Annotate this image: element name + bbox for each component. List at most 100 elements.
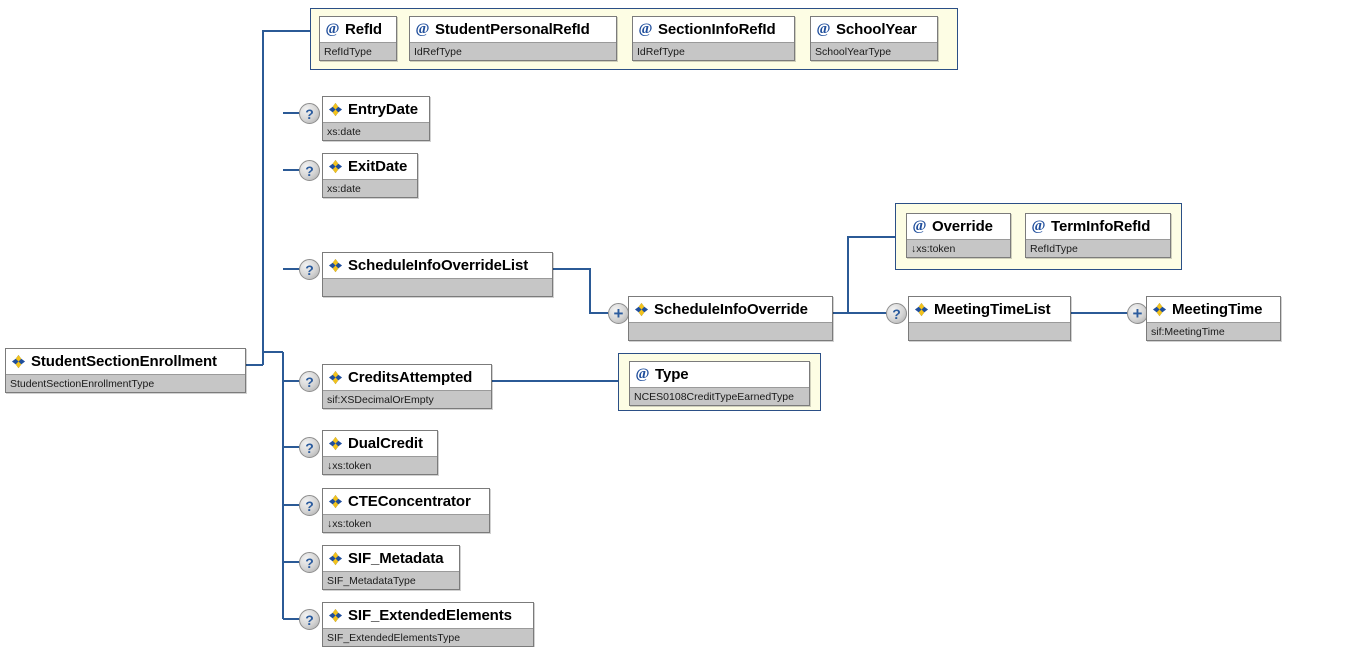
node-type: sif:XSDecimalOrEmpty (323, 390, 491, 408)
attribute-icon: @ (912, 218, 927, 234)
attribute-icon: @ (638, 21, 653, 37)
node-type: StudentSectionEnrollmentType (6, 374, 245, 392)
node-name-row: SIF_ExtendedElements (323, 603, 533, 628)
node-label: StudentPersonalRefId (435, 21, 590, 38)
node-type: ↓xs:token (907, 239, 1010, 257)
node-type (629, 322, 832, 340)
node-type: sif:MeetingTime (1147, 322, 1280, 340)
node-attribute-override[interactable]: @ Override ↓xs:token (906, 213, 1011, 258)
node-name-row: SIF_Metadata (323, 546, 459, 571)
node-type: xs:date (323, 179, 417, 197)
node-attribute-terminforefid[interactable]: @ TermInfoRefId RefIdType (1025, 213, 1171, 258)
node-type: IdRefType (633, 42, 794, 60)
node-type: NCES0108CreditTypeEarnedType (630, 387, 809, 405)
node-attribute-type[interactable]: @ Type NCES0108CreditTypeEarnedType (629, 361, 810, 406)
node-label: StudentSectionEnrollment (31, 353, 217, 370)
node-creditsattempted[interactable]: CreditsAttempted sif:XSDecimalOrEmpty (322, 364, 492, 409)
element-icon (914, 302, 929, 317)
node-type (323, 278, 552, 296)
node-type: RefIdType (1026, 239, 1170, 257)
attribute-icon: @ (635, 366, 650, 382)
attribute-icon: @ (816, 21, 831, 37)
node-name-row: @ Override (907, 214, 1010, 239)
node-dualcredit[interactable]: DualCredit ↓xs:token (322, 430, 438, 475)
node-name-row: @ Type (630, 362, 809, 387)
node-label: CreditsAttempted (348, 369, 473, 386)
node-name-row: StudentSectionEnrollment (6, 349, 245, 374)
occurrence-marker-optional-meetingtimelist[interactable]: ? (886, 303, 907, 324)
node-name-row: EntryDate (323, 97, 429, 122)
node-label: MeetingTime (1172, 301, 1263, 318)
node-label: ScheduleInfoOverride (654, 301, 808, 318)
node-name-row: CreditsAttempted (323, 365, 491, 390)
element-icon (328, 494, 343, 509)
node-label: TermInfoRefId (1051, 218, 1151, 235)
node-type: SchoolYearType (811, 42, 937, 60)
node-name-row: @ SectionInfoRefId (633, 17, 794, 42)
element-icon (328, 102, 343, 117)
node-name-row: CTEConcentrator (323, 489, 489, 514)
node-type: IdRefType (410, 42, 616, 60)
node-meetingtime[interactable]: MeetingTime sif:MeetingTime (1146, 296, 1281, 341)
occurrence-marker-optional-dualcredit[interactable]: ? (299, 437, 320, 458)
node-type: xs:date (323, 122, 429, 140)
element-icon (1152, 302, 1167, 317)
element-icon (328, 370, 343, 385)
occurrence-marker-optional-exitdate[interactable]: ? (299, 160, 320, 181)
node-label: SIF_ExtendedElements (348, 607, 512, 624)
node-type: SIF_MetadataType (323, 571, 459, 589)
node-exitdate[interactable]: ExitDate xs:date (322, 153, 418, 198)
attribute-icon: @ (1031, 218, 1046, 234)
node-name-row: @ StudentPersonalRefId (410, 17, 616, 42)
node-attribute-schoolyear[interactable]: @ SchoolYear SchoolYearType (810, 16, 938, 61)
occurrence-marker-optional-scheduleinfooverridelist[interactable]: ? (299, 259, 320, 280)
node-name-row: ExitDate (323, 154, 417, 179)
node-name-row: ScheduleInfoOverrideList (323, 253, 552, 278)
node-name-row: @ SchoolYear (811, 17, 937, 42)
node-label: RefId (345, 21, 383, 38)
node-sif-metadata[interactable]: SIF_Metadata SIF_MetadataType (322, 545, 460, 590)
node-label: ScheduleInfoOverrideList (348, 257, 529, 274)
node-attribute-sectioninforefid[interactable]: @ SectionInfoRefId IdRefType (632, 16, 795, 61)
element-icon (634, 302, 649, 317)
attribute-icon: @ (325, 21, 340, 37)
node-label: SchoolYear (836, 21, 917, 38)
element-icon (328, 436, 343, 451)
node-label: SIF_Metadata (348, 550, 444, 567)
occurrence-marker-optional-sif-metadata[interactable]: ? (299, 552, 320, 573)
node-attribute-studentpersonalrefid[interactable]: @ StudentPersonalRefId IdRefType (409, 16, 617, 61)
node-attribute-refid[interactable]: @ RefId RefIdType (319, 16, 397, 61)
node-name-row: MeetingTimeList (909, 297, 1070, 322)
attribute-icon: @ (415, 21, 430, 37)
node-label: CTEConcentrator (348, 493, 471, 510)
node-name-row: @ RefId (320, 17, 396, 42)
node-label: ExitDate (348, 158, 408, 175)
node-name-row: MeetingTime (1147, 297, 1280, 322)
occurrence-marker-optional-cteconcentrator[interactable]: ? (299, 495, 320, 516)
element-icon (11, 354, 26, 369)
node-cteconcentrator[interactable]: CTEConcentrator ↓xs:token (322, 488, 490, 533)
node-type (909, 322, 1070, 340)
node-label: SectionInfoRefId (658, 21, 776, 38)
node-entrydate[interactable]: EntryDate xs:date (322, 96, 430, 141)
node-label: DualCredit (348, 435, 423, 452)
node-type: SIF_ExtendedElementsType (323, 628, 533, 646)
node-type: ↓xs:token (323, 514, 489, 532)
node-meetingtimelist[interactable]: MeetingTimeList (908, 296, 1071, 341)
occurrence-marker-optional-sif-extendedelements[interactable]: ? (299, 609, 320, 630)
node-scheduleinfooverridelist[interactable]: ScheduleInfoOverrideList (322, 252, 553, 297)
node-name-row: ScheduleInfoOverride (629, 297, 832, 322)
element-icon (328, 551, 343, 566)
occurrence-marker-optional-creditsattempted[interactable]: ? (299, 371, 320, 392)
node-studentsectionenrollment[interactable]: StudentSectionEnrollment StudentSectionE… (5, 348, 246, 393)
node-name-row: DualCredit (323, 431, 437, 456)
node-scheduleinfooverride[interactable]: ScheduleInfoOverride (628, 296, 833, 341)
node-sif-extendedelements[interactable]: SIF_ExtendedElements SIF_ExtendedElement… (322, 602, 534, 647)
occurrence-marker-optional-entrydate[interactable]: ? (299, 103, 320, 124)
node-label: Override (932, 218, 993, 235)
node-type: RefIdType (320, 42, 396, 60)
occurrence-marker-repeating-meetingtime[interactable]: + (1127, 303, 1148, 324)
node-label: Type (655, 366, 689, 383)
occurrence-marker-repeating-scheduleinfooverride[interactable]: + (608, 303, 629, 324)
